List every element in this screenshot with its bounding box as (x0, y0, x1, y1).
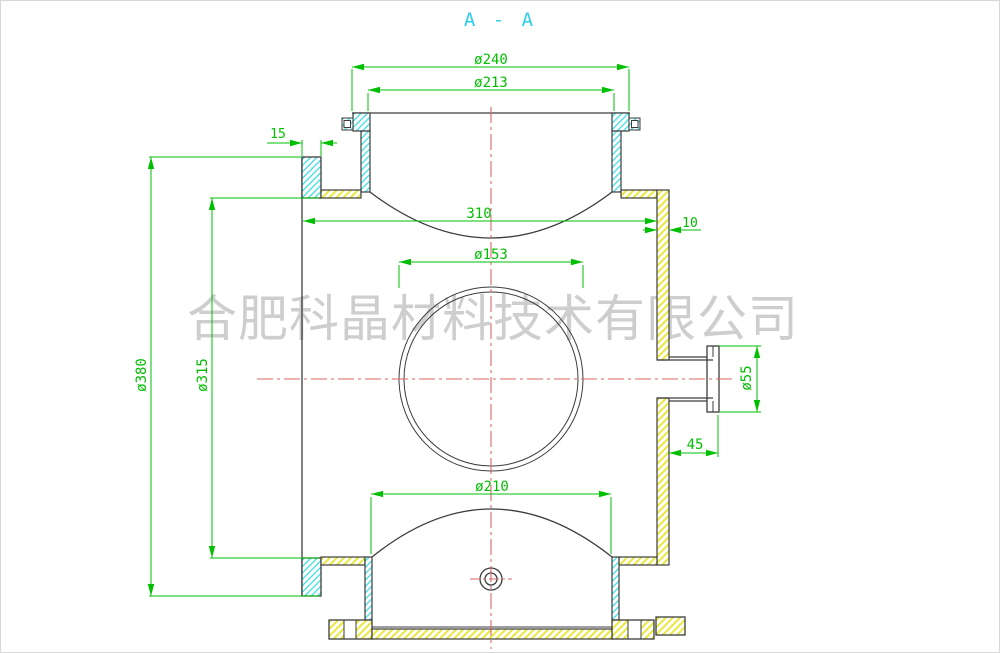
dim-label-door-flange-thickness: 15 (270, 127, 286, 142)
dim-label-bottom-port-id: ø210 (475, 479, 509, 495)
top-port (341, 112, 641, 239)
bottom-port-wall-right (611, 556, 620, 621)
top-port-wall-right-upper (611, 112, 630, 132)
bottom-port-wall-left (364, 556, 373, 621)
right-wall-lower (656, 397, 670, 566)
dim-label-chamber-inner-width: 310 (466, 206, 491, 222)
chamber-body (301, 156, 670, 597)
right-wall-upper (656, 189, 670, 361)
dim-label-top-port-id: ø213 (474, 75, 508, 91)
bottom-plate (371, 628, 613, 640)
flange-groove-right (631, 120, 639, 128)
company-watermark: 合肥科晶材料技术有限公司 (187, 290, 799, 348)
base-flange-left (328, 619, 373, 640)
centerlines (257, 107, 733, 649)
top-wall-left (320, 189, 362, 199)
side-port (657, 345, 720, 413)
dimensions: ø240 ø213 15 310 10 ø153 ø380 ø315 ø55 4… (134, 52, 761, 597)
top-wall-right (620, 189, 658, 199)
dim-label-top-flange-od: ø240 (474, 52, 508, 68)
bottom-wall-right (618, 556, 658, 566)
dimension-labels: ø240 ø213 15 310 10 ø153 ø380 ø315 ø55 4… (134, 52, 755, 495)
top-port-wall-left-upper (352, 112, 371, 132)
bottom-wall-left (320, 556, 366, 566)
dim-label-side-port-length: 45 (687, 437, 704, 453)
top-port-wall-left-lower (360, 130, 371, 193)
dim-label-side-port-diameter: ø55 (739, 365, 755, 390)
top-port-wall-right-lower (611, 130, 622, 193)
flange-groove-left (343, 120, 351, 128)
bottom-port (328, 508, 686, 640)
base-flange-outer-tab (655, 616, 686, 636)
base-flange-right (611, 619, 655, 640)
dim-label-viewport-diameter: ø153 (474, 247, 508, 263)
dim-label-wall-thickness: 10 (682, 216, 698, 231)
section-title: A - A (464, 9, 536, 31)
bottom-saddle-curve (371, 508, 613, 558)
dimension-lines (147, 63, 761, 596)
dim-label-chamber-od: ø380 (134, 358, 150, 392)
door-flange-ring-top (301, 156, 322, 199)
dim-label-chamber-id: ø315 (195, 358, 211, 392)
door-flange-ring-bottom (301, 557, 322, 597)
